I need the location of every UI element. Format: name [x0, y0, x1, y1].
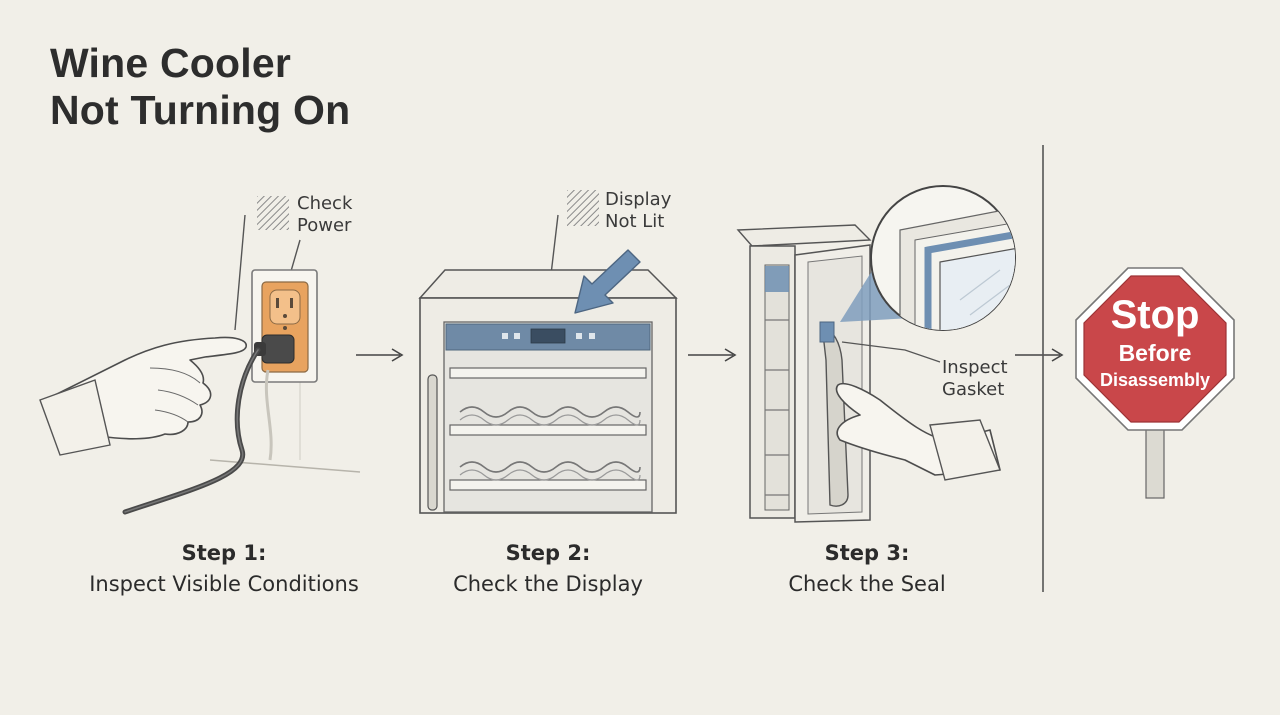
title-line-2: Not Turning On — [50, 87, 351, 133]
flow-arrow-1 — [356, 348, 404, 362]
display-callout: Display Not Lit — [605, 189, 671, 233]
step-2-number: Step 2: — [505, 541, 591, 565]
stop-sign-line-3: Disassembly — [1099, 370, 1211, 390]
step-2-caption: Step 2: Check the Display — [398, 538, 698, 600]
display-arrow-icon — [574, 249, 641, 314]
wall-outlet-icon — [251, 269, 318, 383]
pointing-hand-icon — [39, 336, 247, 456]
gasket-callout-line-2: Gasket — [942, 379, 1005, 400]
power-callout-line-2: Power — [297, 215, 352, 236]
step-3-number: Step 3: — [824, 541, 910, 565]
flow-arrow-2 — [688, 348, 737, 362]
gasket-callout-line-1: Inspect — [942, 357, 1008, 378]
gasket-callout: Inspect Gasket — [942, 357, 1008, 401]
step-3-caption: Step 3: Check the Seal — [717, 538, 1017, 600]
power-callout-line-1: Check — [297, 193, 353, 214]
step1-illustration — [39, 196, 361, 515]
display-callout-line-2: Not Lit — [605, 211, 665, 232]
flow-arrow-3 — [1015, 348, 1064, 362]
title-line-1: Wine Cooler — [50, 40, 292, 86]
step-2-description: Check the Display — [453, 572, 643, 596]
step-3-description: Check the Seal — [788, 572, 946, 596]
stop-sign-icon — [1075, 267, 1235, 499]
step-1-number: Step 1: — [181, 541, 267, 565]
page-title: Wine Cooler Not Turning On — [50, 40, 350, 134]
power-callout: Check Power — [297, 193, 352, 237]
display-callout-line-1: Display — [605, 189, 672, 210]
step-1-caption: Step 1: Inspect Visible Conditions — [74, 538, 374, 600]
step-1-description: Inspect Visible Conditions — [89, 572, 359, 596]
power-callout-swatch — [257, 196, 289, 230]
holding-hand-icon — [835, 382, 1001, 481]
display-callout-swatch — [567, 190, 599, 226]
stop-sign-line-2: Before — [1118, 340, 1192, 366]
stop-sign-line-1: Stop — [1110, 293, 1200, 337]
wine-cooler-icon — [418, 190, 678, 514]
